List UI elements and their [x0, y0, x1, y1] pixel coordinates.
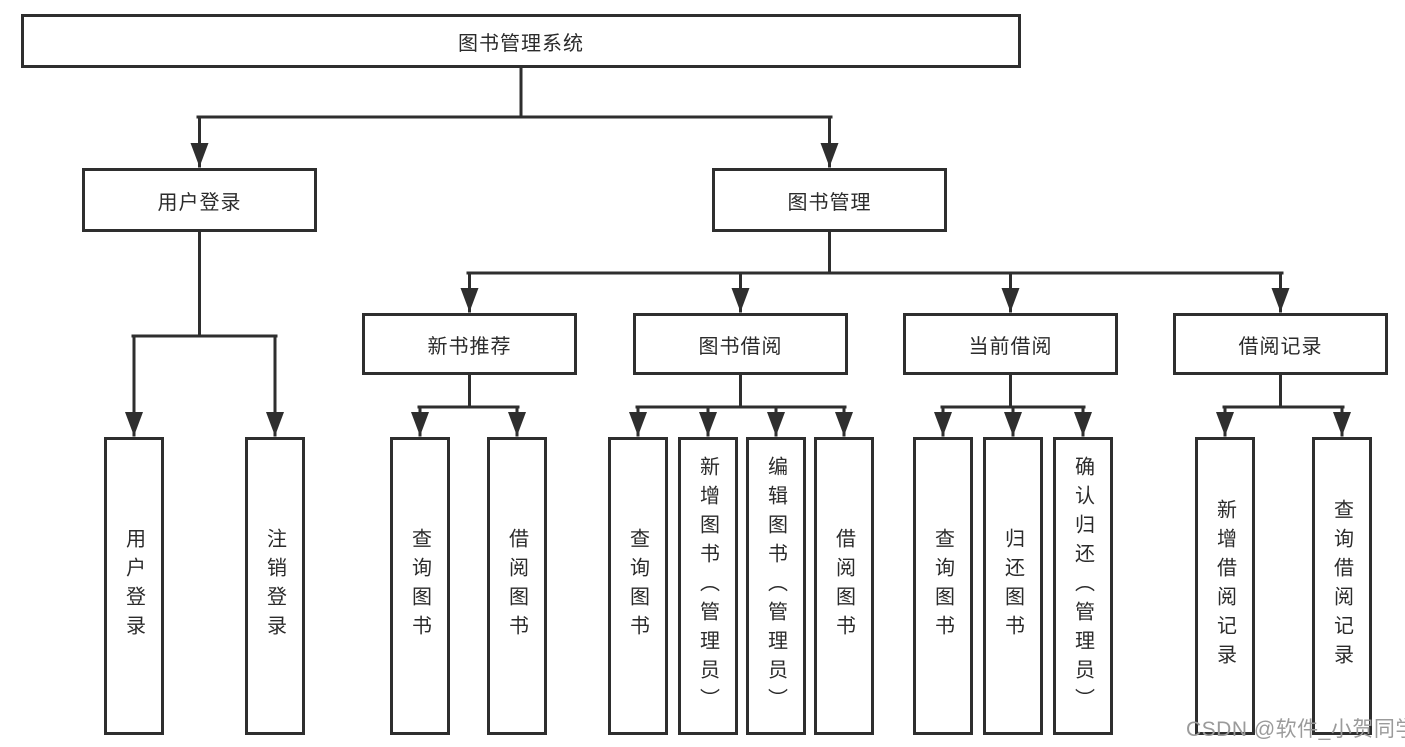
leaf-borrow-book-2: 借阅图书: [814, 437, 874, 735]
leaf-add-book-admin-label: 新增图书（管理员）: [696, 455, 719, 717]
leaf-confirm-return-admin: 确认归还（管理员）: [1053, 437, 1113, 735]
leaf-user-login: 用户登录: [104, 437, 164, 735]
leaf-logout-label: 注销登录: [263, 528, 286, 644]
leaf-borrow-book-1: 借阅图书: [487, 437, 547, 735]
leaf-add-borrow-record: 新增借阅记录: [1195, 437, 1255, 735]
node-current-borrowing: 当前借阅: [903, 313, 1118, 375]
node-new-book-recommend: 新书推荐: [362, 313, 577, 375]
node-user-login: 用户登录: [82, 168, 317, 232]
leaf-edit-book-admin: 编辑图书（管理员）: [746, 437, 806, 735]
node-current-borrowing-label: 当前借阅: [968, 335, 1053, 358]
leaf-query-book-2-label: 查询图书: [626, 528, 649, 644]
leaf-borrow-book-1-label: 借阅图书: [505, 528, 528, 644]
leaf-edit-book-admin-label: 编辑图书（管理员）: [764, 455, 787, 717]
leaf-query-book-1-label: 查询图书: [408, 528, 431, 644]
leaf-query-book-2: 查询图书: [608, 437, 668, 735]
node-new-book-recommend-label: 新书推荐: [427, 335, 512, 358]
node-book-borrowing-label: 图书借阅: [698, 335, 783, 358]
node-book-management: 图书管理: [712, 168, 947, 232]
node-borrowing-records-label: 借阅记录: [1238, 335, 1323, 358]
leaf-logout: 注销登录: [245, 437, 305, 735]
node-book-borrowing: 图书借阅: [633, 313, 848, 375]
node-borrowing-records: 借阅记录: [1173, 313, 1388, 375]
leaf-query-borrow-record: 查询借阅记录: [1312, 437, 1372, 735]
node-library-management-system-label: 图书管理系统: [458, 32, 584, 55]
leaf-query-book-1: 查询图书: [390, 437, 450, 735]
leaf-query-book-3-label: 查询图书: [931, 528, 954, 644]
leaf-return-book-label: 归还图书: [1001, 528, 1024, 644]
leaf-return-book: 归还图书: [983, 437, 1043, 735]
leaf-confirm-return-admin-label: 确认归还（管理员）: [1071, 455, 1094, 717]
leaf-borrow-book-2-label: 借阅图书: [832, 528, 855, 644]
watermark: CSDN @软件_小贺同学: [1186, 718, 1405, 741]
leaf-add-book-admin: 新增图书（管理员）: [678, 437, 738, 735]
node-user-login-label: 用户登录: [157, 191, 242, 214]
leaf-query-book-3: 查询图书: [913, 437, 973, 735]
node-library-management-system: 图书管理系统: [21, 14, 1021, 68]
leaf-user-login-label: 用户登录: [122, 528, 145, 644]
leaf-add-borrow-record-label: 新增借阅记录: [1213, 499, 1236, 673]
leaf-query-borrow-record-label: 查询借阅记录: [1330, 499, 1353, 673]
node-book-management-label: 图书管理: [787, 191, 872, 214]
